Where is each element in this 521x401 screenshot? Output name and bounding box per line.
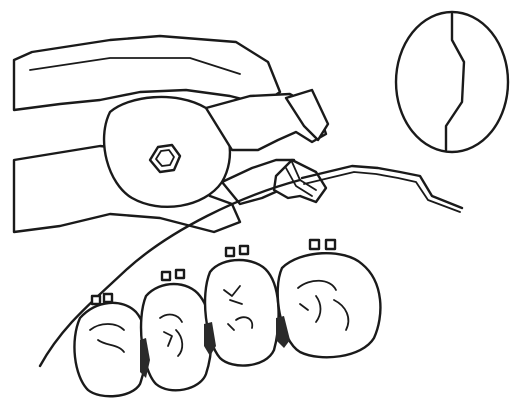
- pivot-hex-inner: [155, 149, 175, 167]
- tooth-1-crown: [73, 301, 148, 398]
- tooth-4: [276, 238, 382, 359]
- tooth-4-shade: [276, 316, 290, 348]
- bracket-3b-icon: [238, 244, 250, 256]
- tooth-3-shade: [204, 322, 216, 356]
- archwire-bend-segment-inner: [303, 171, 461, 213]
- tooth-1: [73, 292, 148, 398]
- bracket-1b-icon: [102, 292, 114, 304]
- bracket-4a-icon: [308, 238, 321, 251]
- tooth-3-detail: [223, 285, 254, 331]
- tooth-2: [139, 268, 213, 392]
- bracket-2b-icon: [174, 268, 186, 280]
- detail-view-circle: [394, 10, 510, 154]
- pliers-upper-jaw-tip: [284, 88, 330, 142]
- tooth-2-crown: [139, 282, 213, 392]
- tooth-4-crown: [276, 252, 382, 359]
- tooth-3-crown: [203, 258, 280, 367]
- teeth-row: [73, 238, 382, 398]
- bracket-4b-icon: [324, 238, 337, 251]
- tooth-4-detail: [297, 279, 350, 331]
- bracket-3a-icon: [224, 246, 236, 258]
- pliers-upper-handle-rib: [29, 57, 241, 75]
- bracket-2a-icon: [160, 270, 172, 282]
- pivot-hex-icon: [148, 143, 182, 174]
- bracket-1a-icon: [90, 294, 102, 306]
- archwire-bend-segment: [300, 164, 464, 210]
- pliers: [12, 34, 330, 234]
- tooth-1-detail: [89, 323, 125, 353]
- detail-wire-bend-icon: [444, 12, 466, 152]
- archwire-curve: [38, 178, 302, 368]
- tooth-2-detail: [159, 313, 184, 357]
- detail-circle-outline: [394, 10, 510, 154]
- tooth-2-shade: [140, 338, 150, 378]
- archwire: [38, 164, 464, 368]
- tooth-3: [203, 244, 280, 367]
